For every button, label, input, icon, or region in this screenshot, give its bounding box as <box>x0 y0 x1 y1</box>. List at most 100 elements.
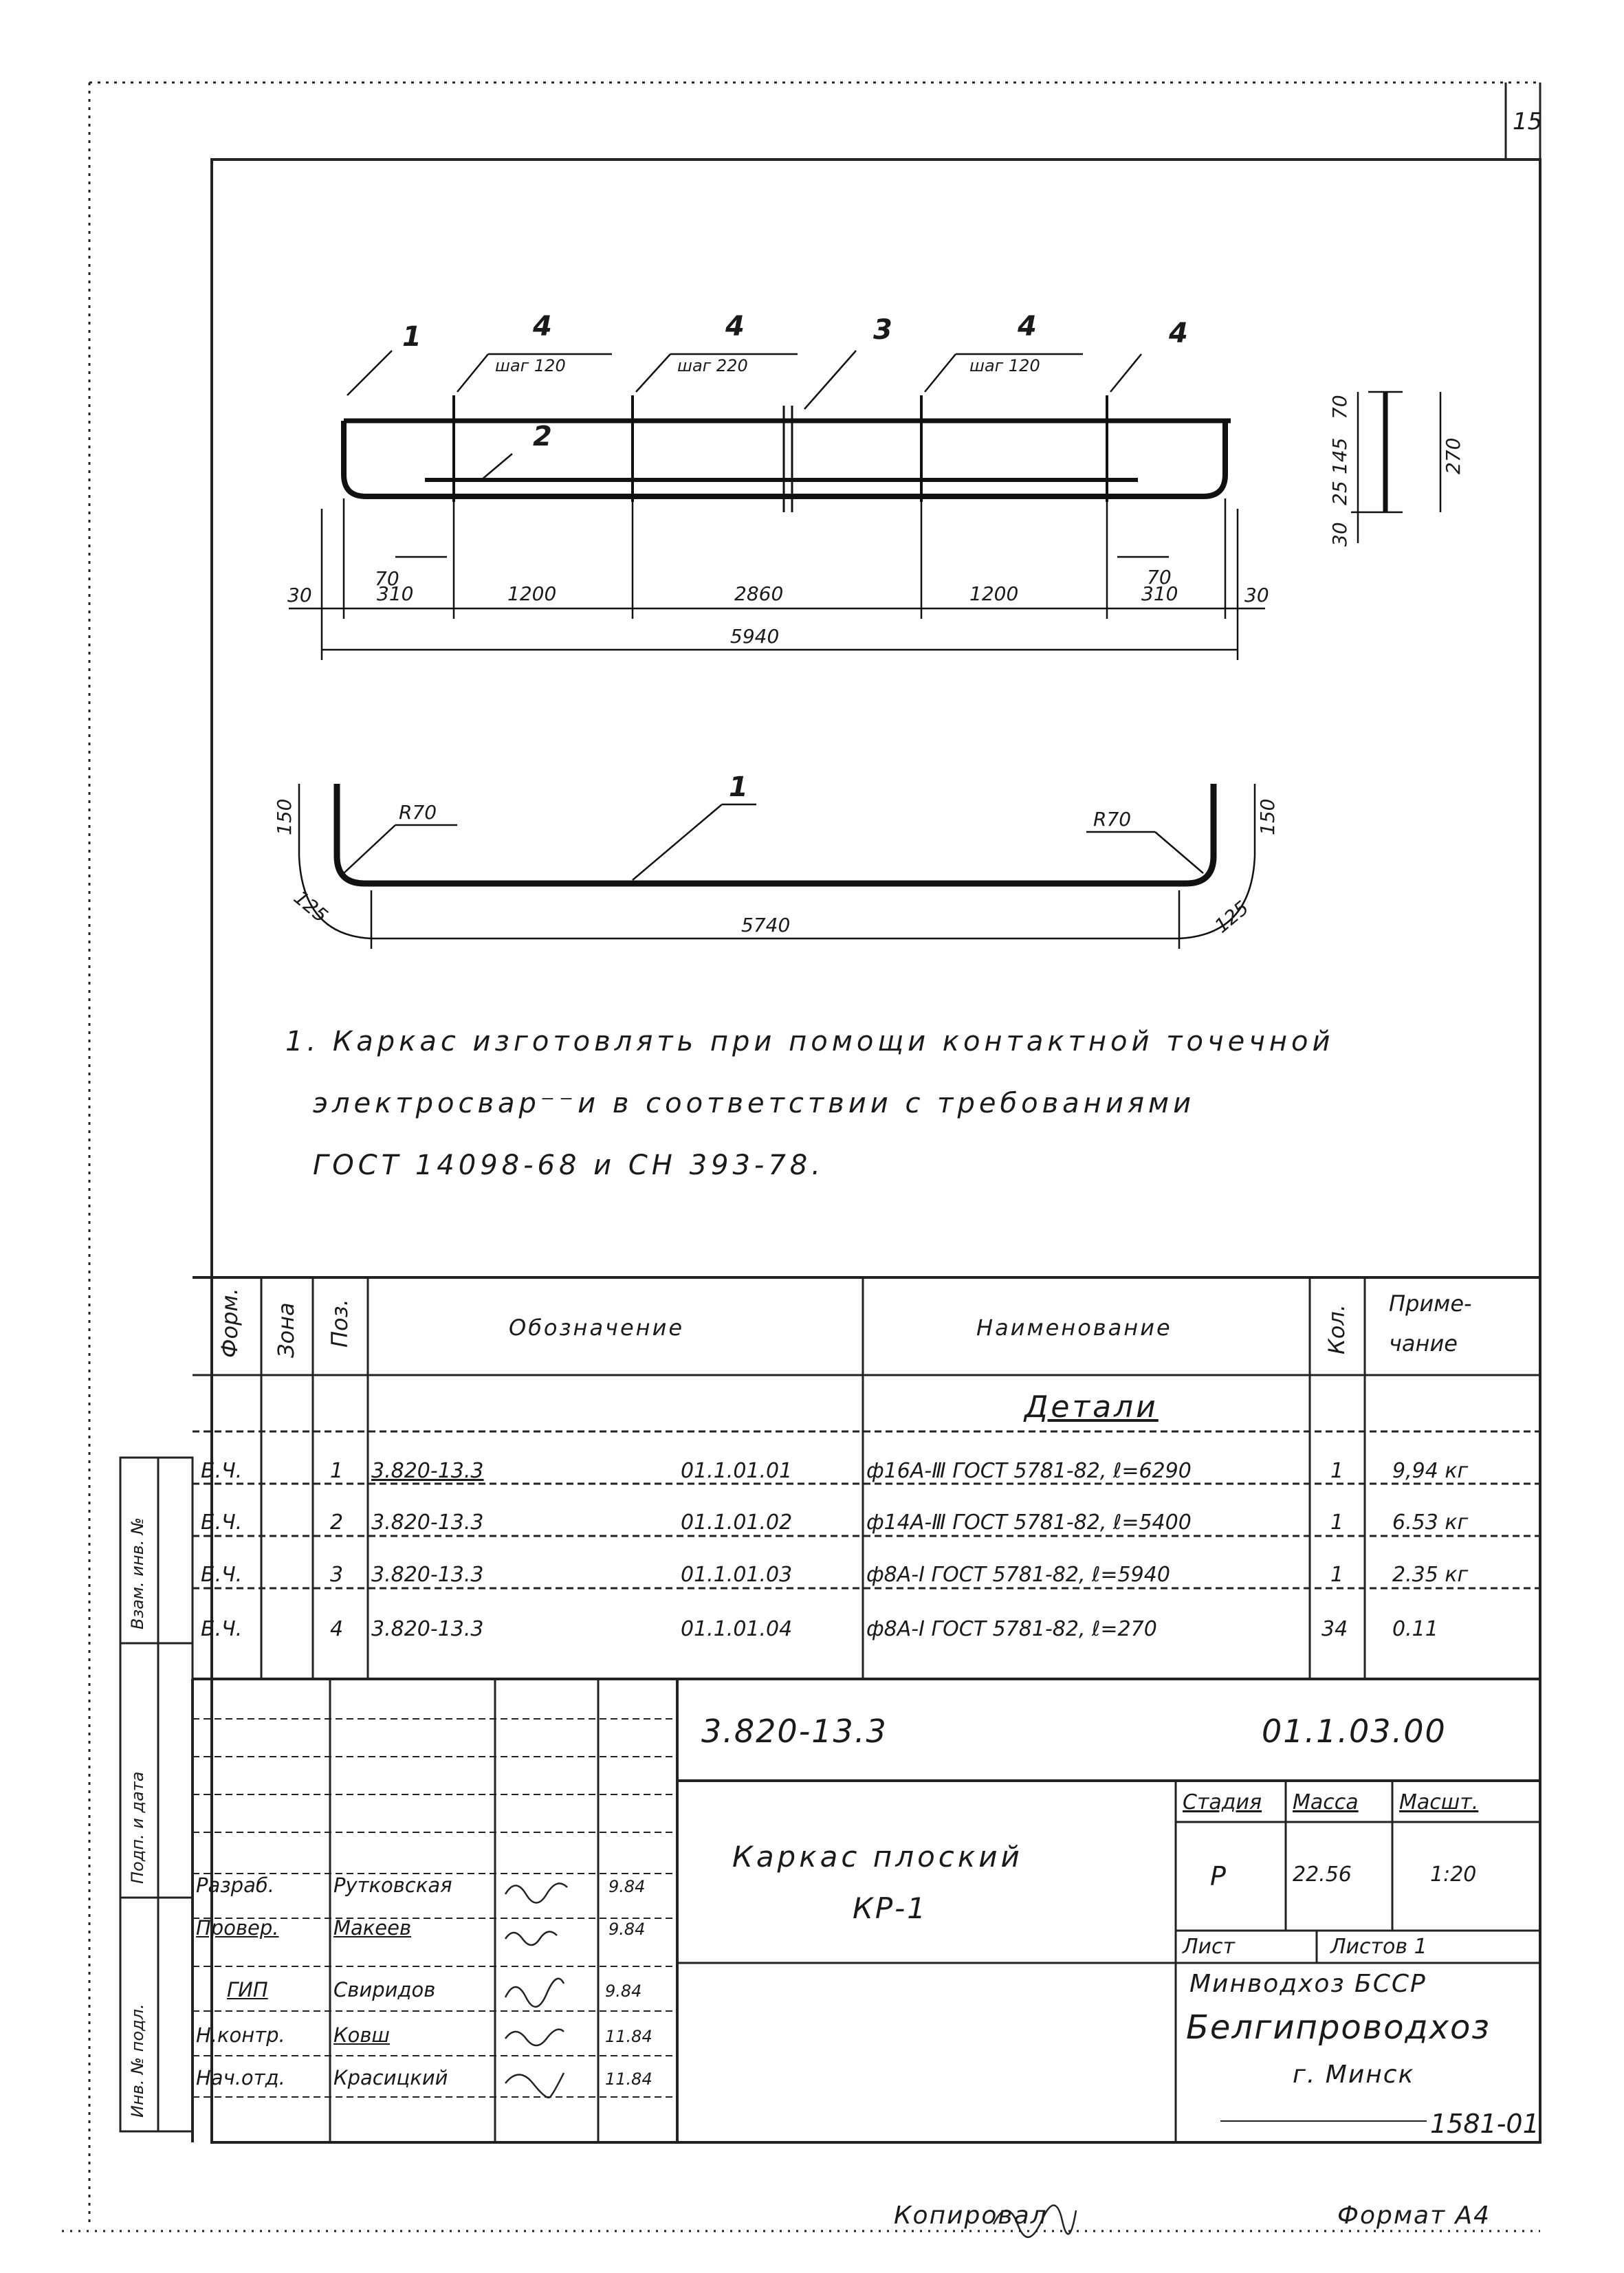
row-name: ф8А-I ГОСТ 5781-82, ℓ=5940 <box>866 1563 1170 1587</box>
leader-4b <box>635 353 671 393</box>
row-code: 3.820-13.3 <box>371 1563 484 1587</box>
row-name: ф16А-Ⅲ ГОСТ 5781-82, ℓ=6290 <box>866 1459 1192 1483</box>
title-block-grid <box>191 1679 1540 2142</box>
sig-role: ГИП <box>227 1978 268 2001</box>
signature-gip <box>504 1977 565 2008</box>
tb-doc-code: 3.820-13.3 <box>701 1713 888 1750</box>
row-qty: 34 <box>1321 1617 1348 1641</box>
sig-date: 9.84 <box>608 1920 646 1939</box>
row-pos: 1 <box>330 1459 344 1483</box>
row-doc: 01.1.01.03 <box>681 1563 793 1587</box>
side-stamp-vzam-inv: Взам. инв. № <box>128 1517 147 1629</box>
dim-1200-left: 1200 <box>507 582 557 605</box>
spec-header-designation: Обозначение <box>509 1315 685 1341</box>
tb-org-line-1: Минводхоз БССР <box>1189 1970 1427 1998</box>
row-doc: 01.1.01.01 <box>681 1459 793 1483</box>
dim-1200-right: 1200 <box>969 582 1019 605</box>
dim-310-left: 310 <box>377 582 414 605</box>
sig-role: Разраб. <box>196 1874 274 1897</box>
row-code: 3.820-13.3 <box>371 1617 484 1641</box>
tb-sheet-label: Лист <box>1183 1935 1236 1959</box>
tb-org-line-3: г. Минск <box>1293 2061 1415 2089</box>
sig-name: Свиридов <box>333 1978 436 2001</box>
tb-doc-number: 01.1.03.00 <box>1262 1713 1447 1750</box>
row-pos: 2 <box>330 1511 344 1535</box>
row-format: Б.Ч. <box>201 1459 243 1483</box>
tb-mass: 22.56 <box>1293 1863 1352 1887</box>
tb-scale-label: Масшт. <box>1399 1790 1479 1814</box>
leader-4c <box>924 353 956 393</box>
tb-stage: Р <box>1210 1861 1226 1891</box>
signature-nkontr <box>505 2028 564 2047</box>
callout-3: 3 <box>873 314 892 346</box>
row-code: 3.820-13.3 <box>371 1459 484 1483</box>
row-doc: 01.1.01.04 <box>681 1617 793 1641</box>
spec-section-title: Детали <box>1024 1390 1159 1425</box>
section-dim-25: 25 <box>1328 481 1351 505</box>
dim-2860: 2860 <box>734 582 784 605</box>
sig-name: Макеев <box>333 1916 412 1940</box>
section-dim-30: 30 <box>1328 522 1351 547</box>
stirrup-section <box>1351 391 1442 543</box>
callout-2: 2 <box>533 421 552 452</box>
row-name: ф8А-I ГОСТ 5781-82, ℓ=270 <box>866 1617 1157 1641</box>
spec-header-name: Наименование <box>976 1315 1172 1341</box>
row-code: 3.820-13.3 <box>371 1511 484 1535</box>
dim-30-left: 30 <box>287 584 312 606</box>
dim-125-arc-left <box>298 855 372 940</box>
leader-2 <box>481 453 513 481</box>
row-note: 9,94 кг <box>1392 1459 1469 1483</box>
bar1-dim-150-left: 150 <box>273 798 296 835</box>
leader-r70-left <box>343 824 396 874</box>
row-note: 2.35 кг <box>1392 1563 1469 1587</box>
sig-date: 11.84 <box>605 2069 652 2089</box>
row-format: Б.Ч. <box>201 1563 243 1587</box>
tb-stage-label: Стадия <box>1183 1790 1262 1814</box>
section-dim-70: 70 <box>1328 395 1351 419</box>
spec-header-qty: Кол. <box>1324 1304 1350 1354</box>
bar1-dim-5740: 5740 <box>741 914 791 936</box>
dim-70-right: 70 <box>1147 566 1172 589</box>
callout-1-top: 1 <box>402 321 421 353</box>
row-format: Б.Ч. <box>201 1617 243 1641</box>
callout-4c-step: шаг 120 <box>969 356 1040 375</box>
row-note: 6.53 кг <box>1392 1511 1469 1535</box>
note-line-1: 1. Каркас изготовлять при помощи контакт… <box>285 1026 1335 1057</box>
tb-title-line-1: Каркас плоский <box>732 1840 1023 1874</box>
signature-nachotd <box>505 2072 565 2099</box>
leader-1 <box>347 350 393 396</box>
side-stamp-inv-podl: Инв. № подл. <box>128 2003 147 2118</box>
signature-razrab <box>504 1882 568 1904</box>
row-name: ф14А-Ⅲ ГОСТ 5781-82, ℓ=5400 <box>866 1511 1192 1535</box>
bar-1-shape <box>298 784 1256 949</box>
callout-4d: 4 <box>1169 318 1188 349</box>
spec-header-note-1: Приме- <box>1389 1291 1472 1317</box>
drawing-frame <box>210 158 1541 2144</box>
row-note: 0.11 <box>1392 1617 1438 1641</box>
dim-30-right: 30 <box>1244 584 1269 606</box>
row-qty: 1 <box>1330 1459 1344 1483</box>
sig-role: Провер. <box>196 1916 279 1940</box>
bar1-r70-left: R70 <box>399 801 437 824</box>
sig-date: 9.84 <box>608 1877 646 1896</box>
bar-1-profile <box>333 784 1217 887</box>
section-dim-270: 270 <box>1442 437 1464 474</box>
dim-70-left: 70 <box>375 567 399 590</box>
footer-format: Формат А4 <box>1337 2201 1491 2230</box>
callout-4a: 4 <box>533 311 552 342</box>
callout-4c: 4 <box>1018 311 1037 342</box>
leader-r70-right <box>1154 831 1204 874</box>
spec-header-format: Форм. <box>217 1288 243 1358</box>
tb-title-line-2: КР-1 <box>853 1891 928 1925</box>
leader-4d <box>1110 353 1142 393</box>
bar1-dim-150-right: 150 <box>1256 798 1279 835</box>
row-pos: 3 <box>330 1563 344 1587</box>
archive-number: 1581-01 <box>1430 2109 1539 2139</box>
row-qty: 1 <box>1330 1563 1344 1587</box>
sig-date: 9.84 <box>605 1981 642 2001</box>
spec-header-pos: Поз. <box>327 1299 353 1348</box>
spec-table-grid <box>193 1276 1540 1680</box>
sig-name: Ковш <box>333 2023 390 2047</box>
sig-role: Н.контр. <box>196 2023 285 2047</box>
dim-125-arc-right <box>1178 855 1256 940</box>
